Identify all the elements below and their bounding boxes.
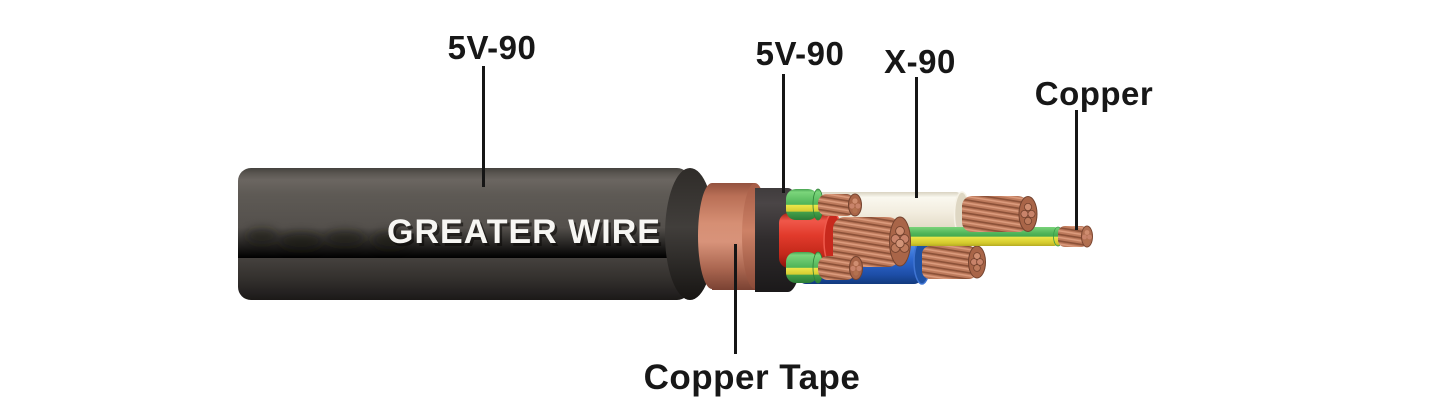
leader-inner-sheath [782,74,785,193]
core-white-conductor [962,196,1038,232]
copper-tape-layer [698,183,768,290]
label-inner-sheath: 5V-90 [755,35,845,72]
core-earth-bottom [786,251,863,284]
label-outer-sheath: 5V-90 [447,29,537,66]
leader-core-insulation [915,77,918,198]
leader-outer-sheath [482,66,485,187]
core-earth-top [786,188,862,221]
brand-text-shadow: GREATER WIRE [390,216,664,254]
leader-copper-tape [734,244,737,354]
label-copper-tape: Copper Tape [643,358,861,397]
label-conductor: Copper [1034,75,1154,112]
outer-sheath-layer: GREATER WIRE GREATER WIRE [238,168,715,300]
label-core-insulation: X-90 [884,43,956,80]
leader-conductor [1075,110,1078,230]
embossed-marking [246,228,408,250]
brand-text: GREATER WIRE [387,213,661,251]
